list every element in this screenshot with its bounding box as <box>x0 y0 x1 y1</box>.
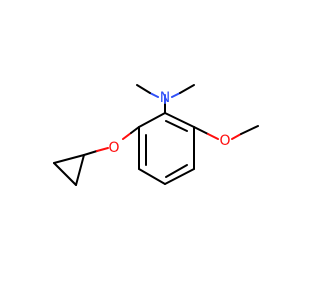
ring-bond-1 <box>138 112 166 128</box>
ring-double-bond-top <box>165 120 188 132</box>
cyclopropyl-bond-right <box>75 154 85 186</box>
molecule-structure-diagram: N O O <box>53 84 259 186</box>
ether-oxygen-right-label: O <box>219 133 230 149</box>
nitrogen-methyl-left-c <box>136 84 151 94</box>
nitrogen-methyl-right-c <box>179 84 195 94</box>
ring-bond-4 <box>164 168 195 185</box>
oxygen-ring-bond-o-left <box>122 132 132 140</box>
nitrogen-methyl-right-n <box>171 92 181 98</box>
ring-bond-3 <box>138 168 166 185</box>
ring-bond-6 <box>164 112 195 128</box>
cyclopropyl-oxygen-bond-c <box>83 150 98 156</box>
ring-oxygen-bond-c-right <box>193 126 209 135</box>
nitrogen-methyl-left-n <box>149 92 159 98</box>
oxygen-ring-bond-c-left <box>130 126 140 134</box>
oxygen-methyl-bond-o <box>231 133 242 140</box>
benzene-ring <box>138 112 195 185</box>
cyclopropyl-bond-top <box>53 154 85 164</box>
ring-oxygen-bond-o-right <box>207 133 219 140</box>
cyclopropyl-oxygen-bond-o <box>96 147 109 152</box>
ether-oxygen-left-label: O <box>108 140 119 156</box>
ring-double-bond-bottom <box>165 164 188 178</box>
nitrogen-atom-label: N <box>160 90 170 106</box>
cyclopropyl-ring <box>53 154 85 186</box>
cyclopropyl-bond-left <box>53 162 77 186</box>
oxygen-methyl-bond-c <box>240 125 259 135</box>
